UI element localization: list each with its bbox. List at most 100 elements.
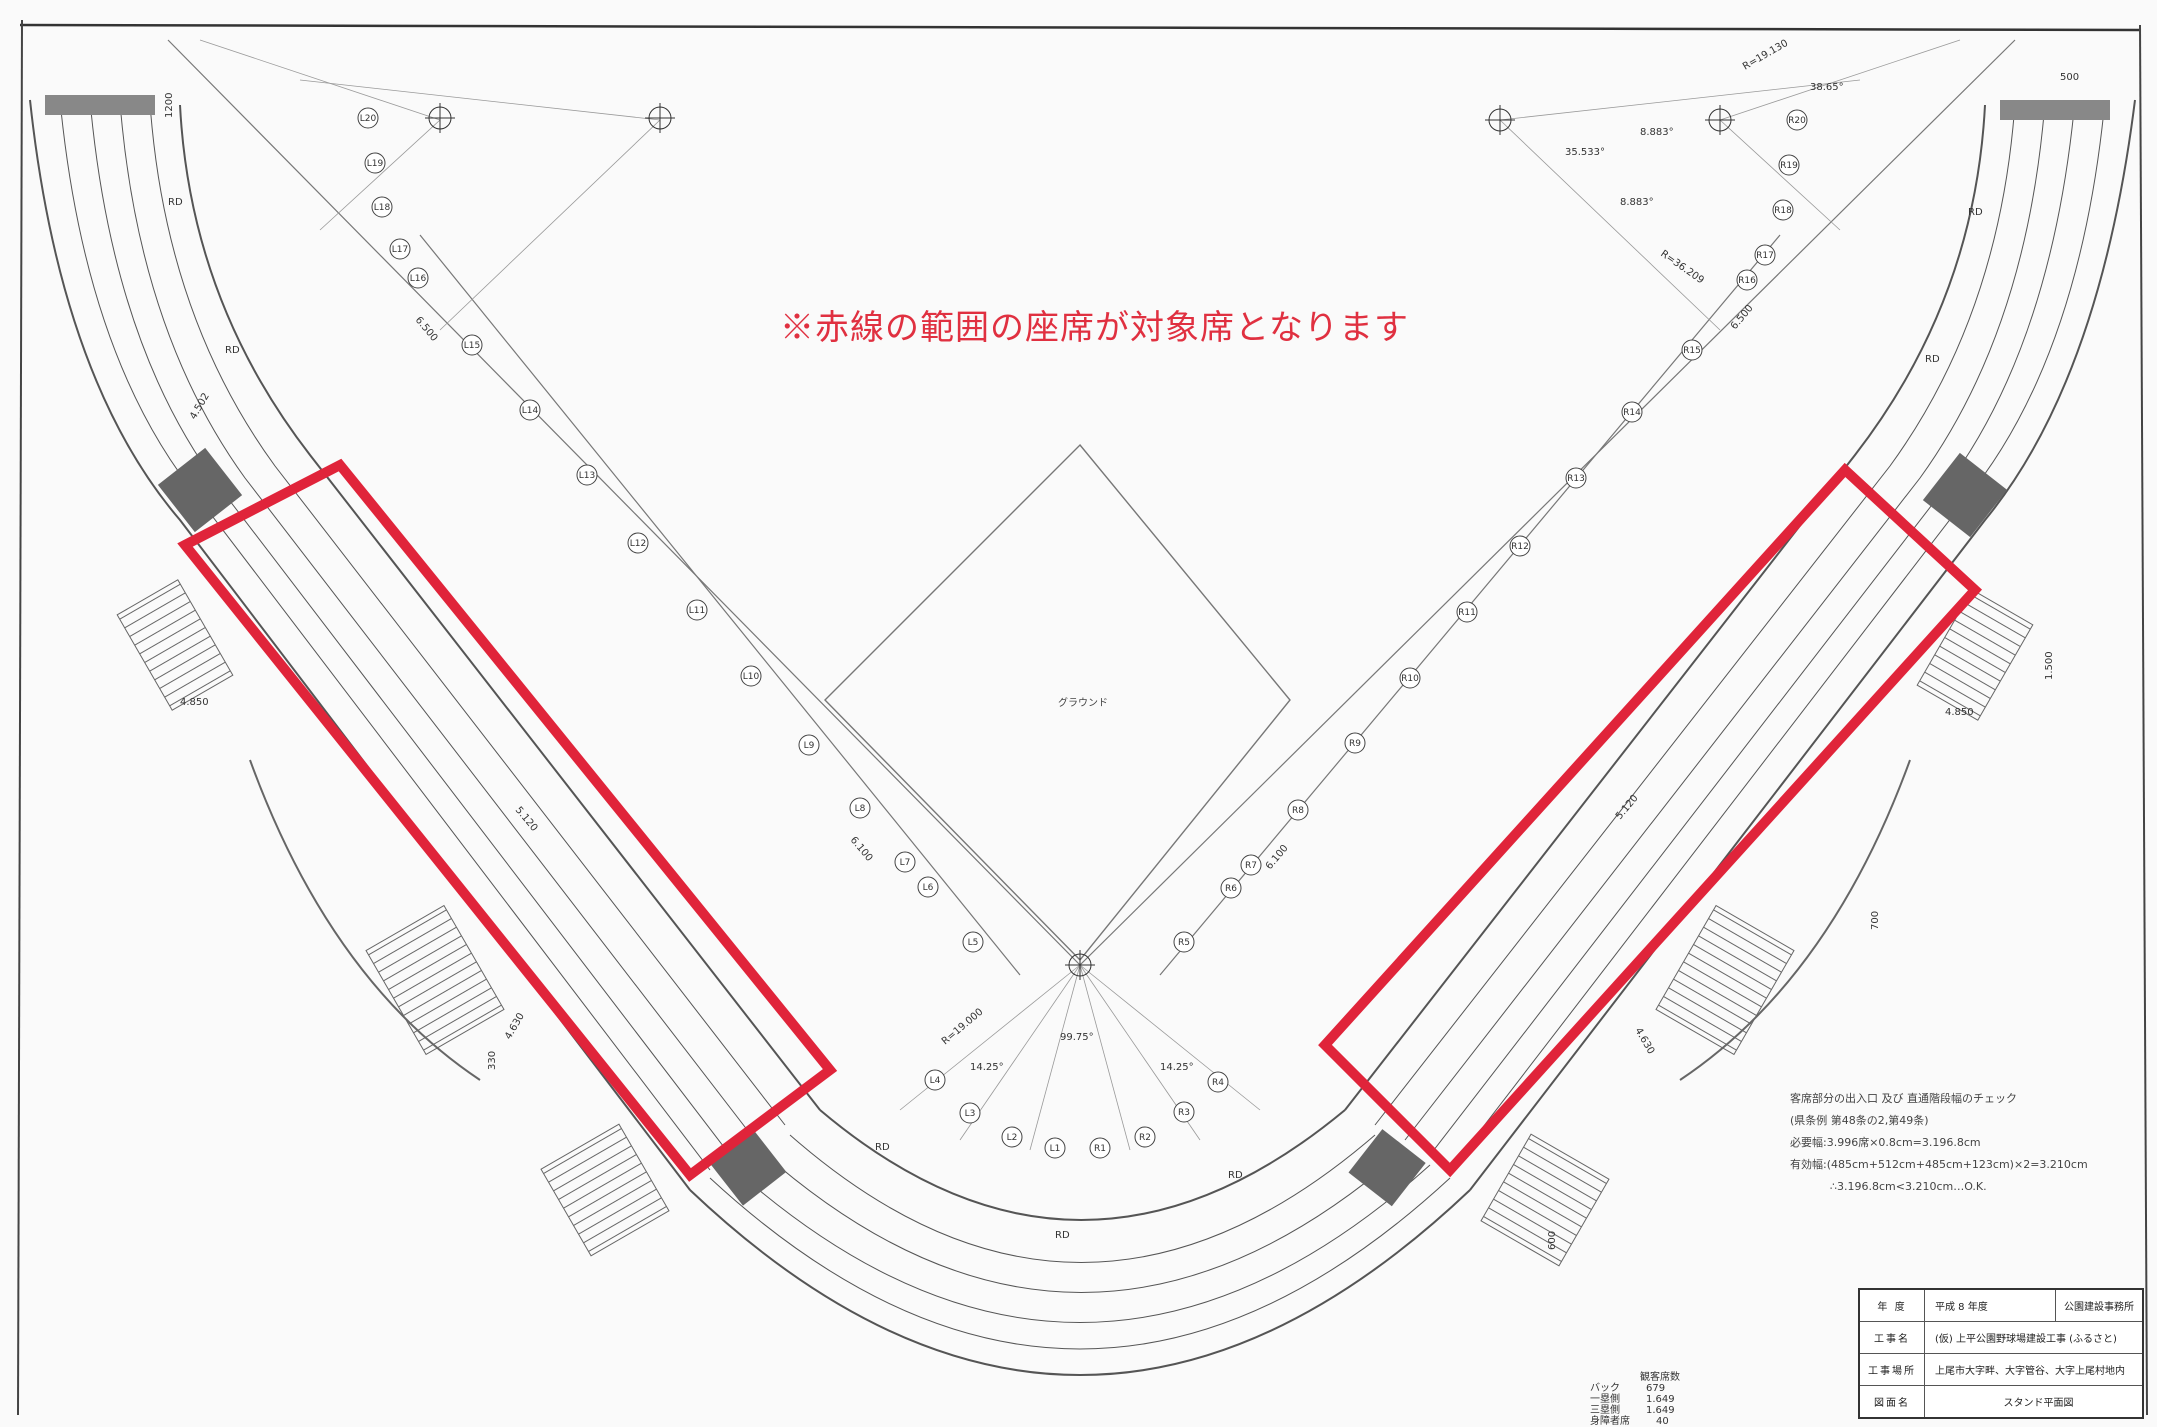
marker-l14: L14 [522,406,539,416]
marker-l19: L19 [367,159,384,169]
dim-4630-right: 4.630 [1632,1026,1656,1056]
rd-label-3: RD [1968,207,1983,218]
capacity-title: 観客席数 [1640,1372,1680,1383]
marker-r15: R15 [1683,346,1701,356]
rd-label-4: RD [1925,354,1940,365]
check-line-1: (県条例 第48条の2,第49条) [1790,1114,1929,1127]
dim-angle-small-2: 14.25° [1160,1062,1194,1073]
dim-330: 330 [487,1051,498,1070]
marker-l5: L5 [968,938,979,948]
target-seats-notice: ※赤線の範囲の座席が対象席となります [780,308,1409,348]
dim-4630-left: 4.630 [503,1011,527,1041]
capacity-value-back: 679 [1646,1383,1666,1394]
site-value: 上尾市大字畔、大字管谷、大字上尾村地内 [1935,1366,2125,1377]
foul-line-right [1079,39,2016,966]
marker-r6: R6 [1225,884,1237,894]
project-label: 工事名 [1860,1322,1925,1353]
right-stand-inner [1344,104,1986,1111]
dim-radius-home: R=19.000 [940,1007,986,1048]
dim-angle-right-4: 8.883° [1620,197,1654,208]
dim-1500: 1.500 [2044,651,2055,680]
left-stand [29,95,821,1191]
check-title: 客席部分の出入口 及び 直通階段幅のチェック [1790,1092,2017,1105]
marker-r18: R18 [1774,206,1792,216]
marker-r17: R17 [1756,251,1774,261]
marker-r12: R12 [1511,542,1529,552]
marker-l1: L1 [1050,1144,1061,1154]
marker-r9: R9 [1349,739,1361,749]
drawing-label: 図面名 [1860,1386,1925,1417]
dim-6100-right: 6.100 [1264,843,1291,872]
marker-l16: L16 [410,274,427,284]
dim-angle-small-1: 14.25° [970,1062,1004,1073]
dimension-labels: 99.75° R=19.000 14.25° 14.25° R=19.130 3… [164,38,2079,1250]
marker-r5: R5 [1178,938,1190,948]
marker-r8: R8 [1292,806,1304,816]
title-block: 年 度 平成 8 年度 公園建設事務所 工事名 (仮) 上平公園野球場建設工事 … [1858,1288,2144,1419]
marker-l12: L12 [630,539,646,549]
marker-r16: R16 [1738,276,1756,286]
rd-label-1: RD [168,197,183,208]
dim-600: 600 [1547,1231,1558,1250]
marker-l11: L11 [689,606,705,616]
dim-6500-right: 6.500 [1729,303,1756,332]
marker-r14: R14 [1623,408,1641,418]
right-outer-arc [1679,759,1911,1081]
target-seats-right [1318,462,1983,1178]
right-line-markers: R20 R19 R18 R17 R16 R15 R14 R13 R12 R11 … [1089,109,1808,1159]
marker-r4: R4 [1212,1078,1224,1088]
capacity-label-back: バック [1590,1383,1620,1394]
dim-4850-right: 4.850 [1945,707,1974,718]
left-stand-outer [29,99,691,1191]
check-line-4: ∴3.196.8cm<3.210cm…O.K. [1830,1180,1987,1193]
dim-700: 700 [1870,911,1881,930]
marker-r10: R10 [1401,674,1419,684]
dim-radius-right-2: R=36.209 [1658,248,1706,286]
marker-l2: L2 [1007,1133,1018,1143]
right-stair-towers [1480,589,2034,1267]
marker-l7: L7 [900,858,911,868]
grandstand-edge-left [419,234,1021,976]
marker-r19: R19 [1780,161,1798,171]
dim-5120-left: 5.120 [513,805,540,834]
site-label: 工事場所 [1860,1354,1925,1385]
dim-angle-home: 99.75° [1060,1032,1094,1043]
office-name: 公園建設事務所 [2055,1290,2142,1321]
radial-centers [425,103,1735,980]
marker-l15: L15 [464,341,480,351]
marker-r3: R3 [1178,1108,1190,1118]
foul-line-left [167,39,1081,966]
marker-l3: L3 [965,1109,976,1119]
marker-r13: R13 [1567,474,1585,484]
left-line-markers: L20 L19 L18 L17 L16 L15 L14 L13 L12 L11 … [357,107,1066,1159]
frame-top-edge [19,23,2141,32]
marker-l9: L9 [804,741,815,751]
left-exit-stair-1 [157,447,243,533]
capacity-value-third: 1.649 [1646,1405,1675,1416]
target-seats-left [177,458,838,1182]
rd-label-2: RD [225,345,240,356]
marker-l8: L8 [855,804,866,814]
dim-6500-left: 6.500 [413,315,440,344]
marker-l17: L17 [392,245,408,255]
marker-l10: L10 [743,672,760,682]
marker-r11: R11 [1458,608,1476,618]
dim-angle-right-2: 35.533° [1565,147,1605,158]
marker-r2: R2 [1139,1133,1151,1143]
marker-r20: R20 [1788,116,1806,126]
dim-radius-right: R=19.130 [1741,38,1790,73]
dim-4850-left: 4.850 [180,697,209,708]
dim-5120-right: 5.120 [1614,793,1641,822]
left-exit-stair-2 [709,1128,787,1206]
back-stand [689,1109,1471,1376]
marker-l20: L20 [360,114,377,124]
dim-angle-right: 38.65° [1810,82,1844,93]
left-stand-stair-top [45,95,155,115]
capacity-label-accessible: 身障者席 [1590,1416,1630,1427]
frame-right-edge [2139,24,2148,1415]
year-value: 平成 8 年度 [1935,1302,1988,1313]
marker-l18: L18 [374,203,391,213]
capacity-label-first: 一塁側 [1590,1394,1620,1405]
